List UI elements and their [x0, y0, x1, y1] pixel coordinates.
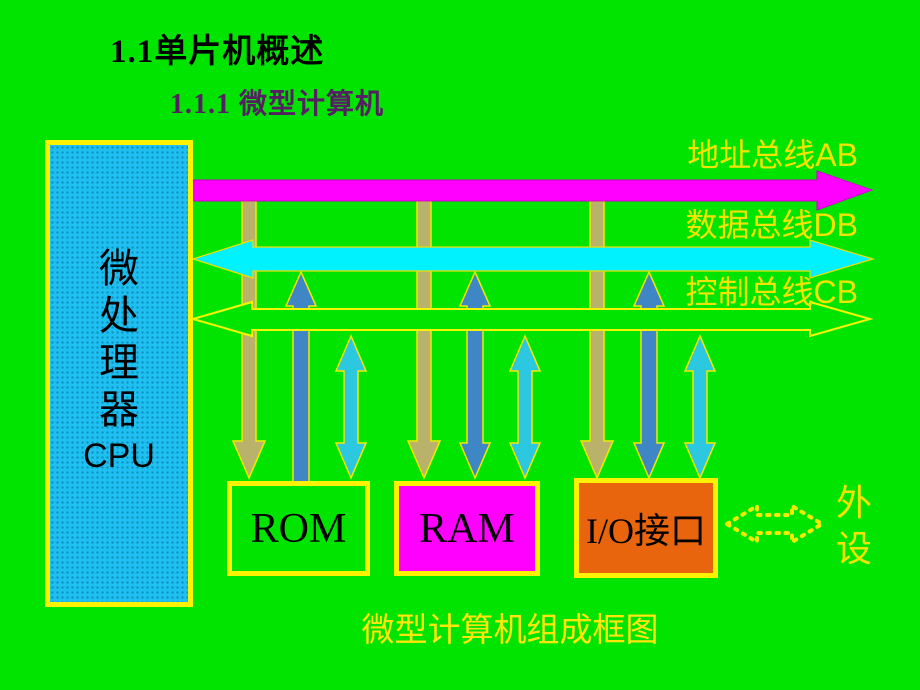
cpu-label-line: 处 — [99, 293, 139, 338]
rom-address-arrow-icon — [231, 200, 267, 480]
control-bus-label: 控制总线CB — [685, 274, 858, 310]
figure-caption: 微型计算机组成框图 — [361, 611, 659, 648]
rom-block: ROM — [227, 481, 370, 576]
section-subtitle: 1.1.1 微型计算机 — [170, 89, 385, 120]
ram-control-arrow-icon — [508, 334, 542, 480]
rom-data-arrow-icon — [284, 270, 318, 483]
cpu-block: 微 处 理 器 CPU — [45, 140, 193, 607]
cpu-label-line: 器 — [99, 387, 139, 432]
data-bus-arrow — [191, 239, 876, 279]
control-bus-arrow — [189, 300, 874, 338]
data-bus-label: 数据总线DB — [685, 207, 858, 243]
rom-control-arrow-icon — [334, 334, 368, 480]
rom-label: ROM — [250, 505, 347, 552]
io-label: I/O接口 — [586, 511, 706, 551]
peripheral-label-line: 外 — [835, 482, 872, 523]
ram-label: RAM — [419, 505, 515, 552]
ram-block: RAM — [394, 481, 540, 576]
cpu-label-line: 理 — [99, 340, 139, 385]
cpu-label-line: 微 — [99, 246, 139, 291]
io-block: I/O接口 — [574, 478, 718, 578]
io-control-arrow-icon — [683, 334, 717, 480]
peripheral-label: 外 设 — [830, 480, 878, 572]
ram-data-arrow-icon — [458, 270, 492, 480]
cpu-label-line: CPU — [83, 437, 155, 475]
io-address-arrow-icon — [579, 200, 615, 480]
peripheral-label-line: 设 — [835, 528, 872, 569]
address-bus-label: 地址总线AB — [687, 137, 858, 173]
page-title: 1.1单片机概述 — [110, 34, 325, 70]
ram-address-arrow-icon — [406, 200, 442, 480]
io-peripheral-dashed-arrow-icon — [725, 504, 824, 544]
address-bus-arrow — [192, 170, 874, 211]
